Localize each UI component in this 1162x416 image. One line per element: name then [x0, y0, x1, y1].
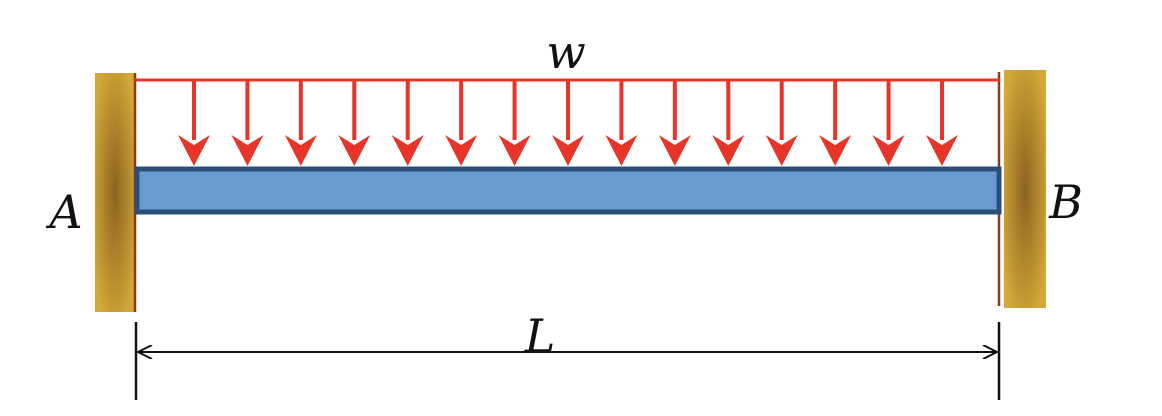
load-arrow — [605, 81, 638, 166]
load-arrow — [819, 81, 852, 166]
load-label: w — [546, 25, 585, 79]
load-arrow — [765, 81, 798, 166]
load-arrow — [445, 81, 478, 166]
load-arrow — [658, 81, 691, 166]
load-arrow — [231, 81, 264, 166]
load-arrow — [338, 81, 371, 166]
load-arrow — [284, 81, 317, 166]
wall-support-right — [997, 70, 1046, 308]
load-arrow — [926, 81, 958, 166]
load-arrow — [498, 81, 531, 166]
beam — [134, 166, 1002, 215]
load-arrow — [391, 81, 424, 166]
load-arrow — [872, 81, 905, 166]
distributed-load — [135, 78, 1000, 166]
wall-support-left — [95, 73, 137, 312]
load-arrow — [552, 81, 584, 166]
load-arrow — [178, 81, 210, 166]
support-label-right: B — [1048, 175, 1083, 229]
length-label: L — [524, 309, 556, 363]
dimension-line — [134, 322, 1001, 400]
support-label-left: A — [45, 185, 82, 239]
load-arrow — [712, 81, 745, 166]
